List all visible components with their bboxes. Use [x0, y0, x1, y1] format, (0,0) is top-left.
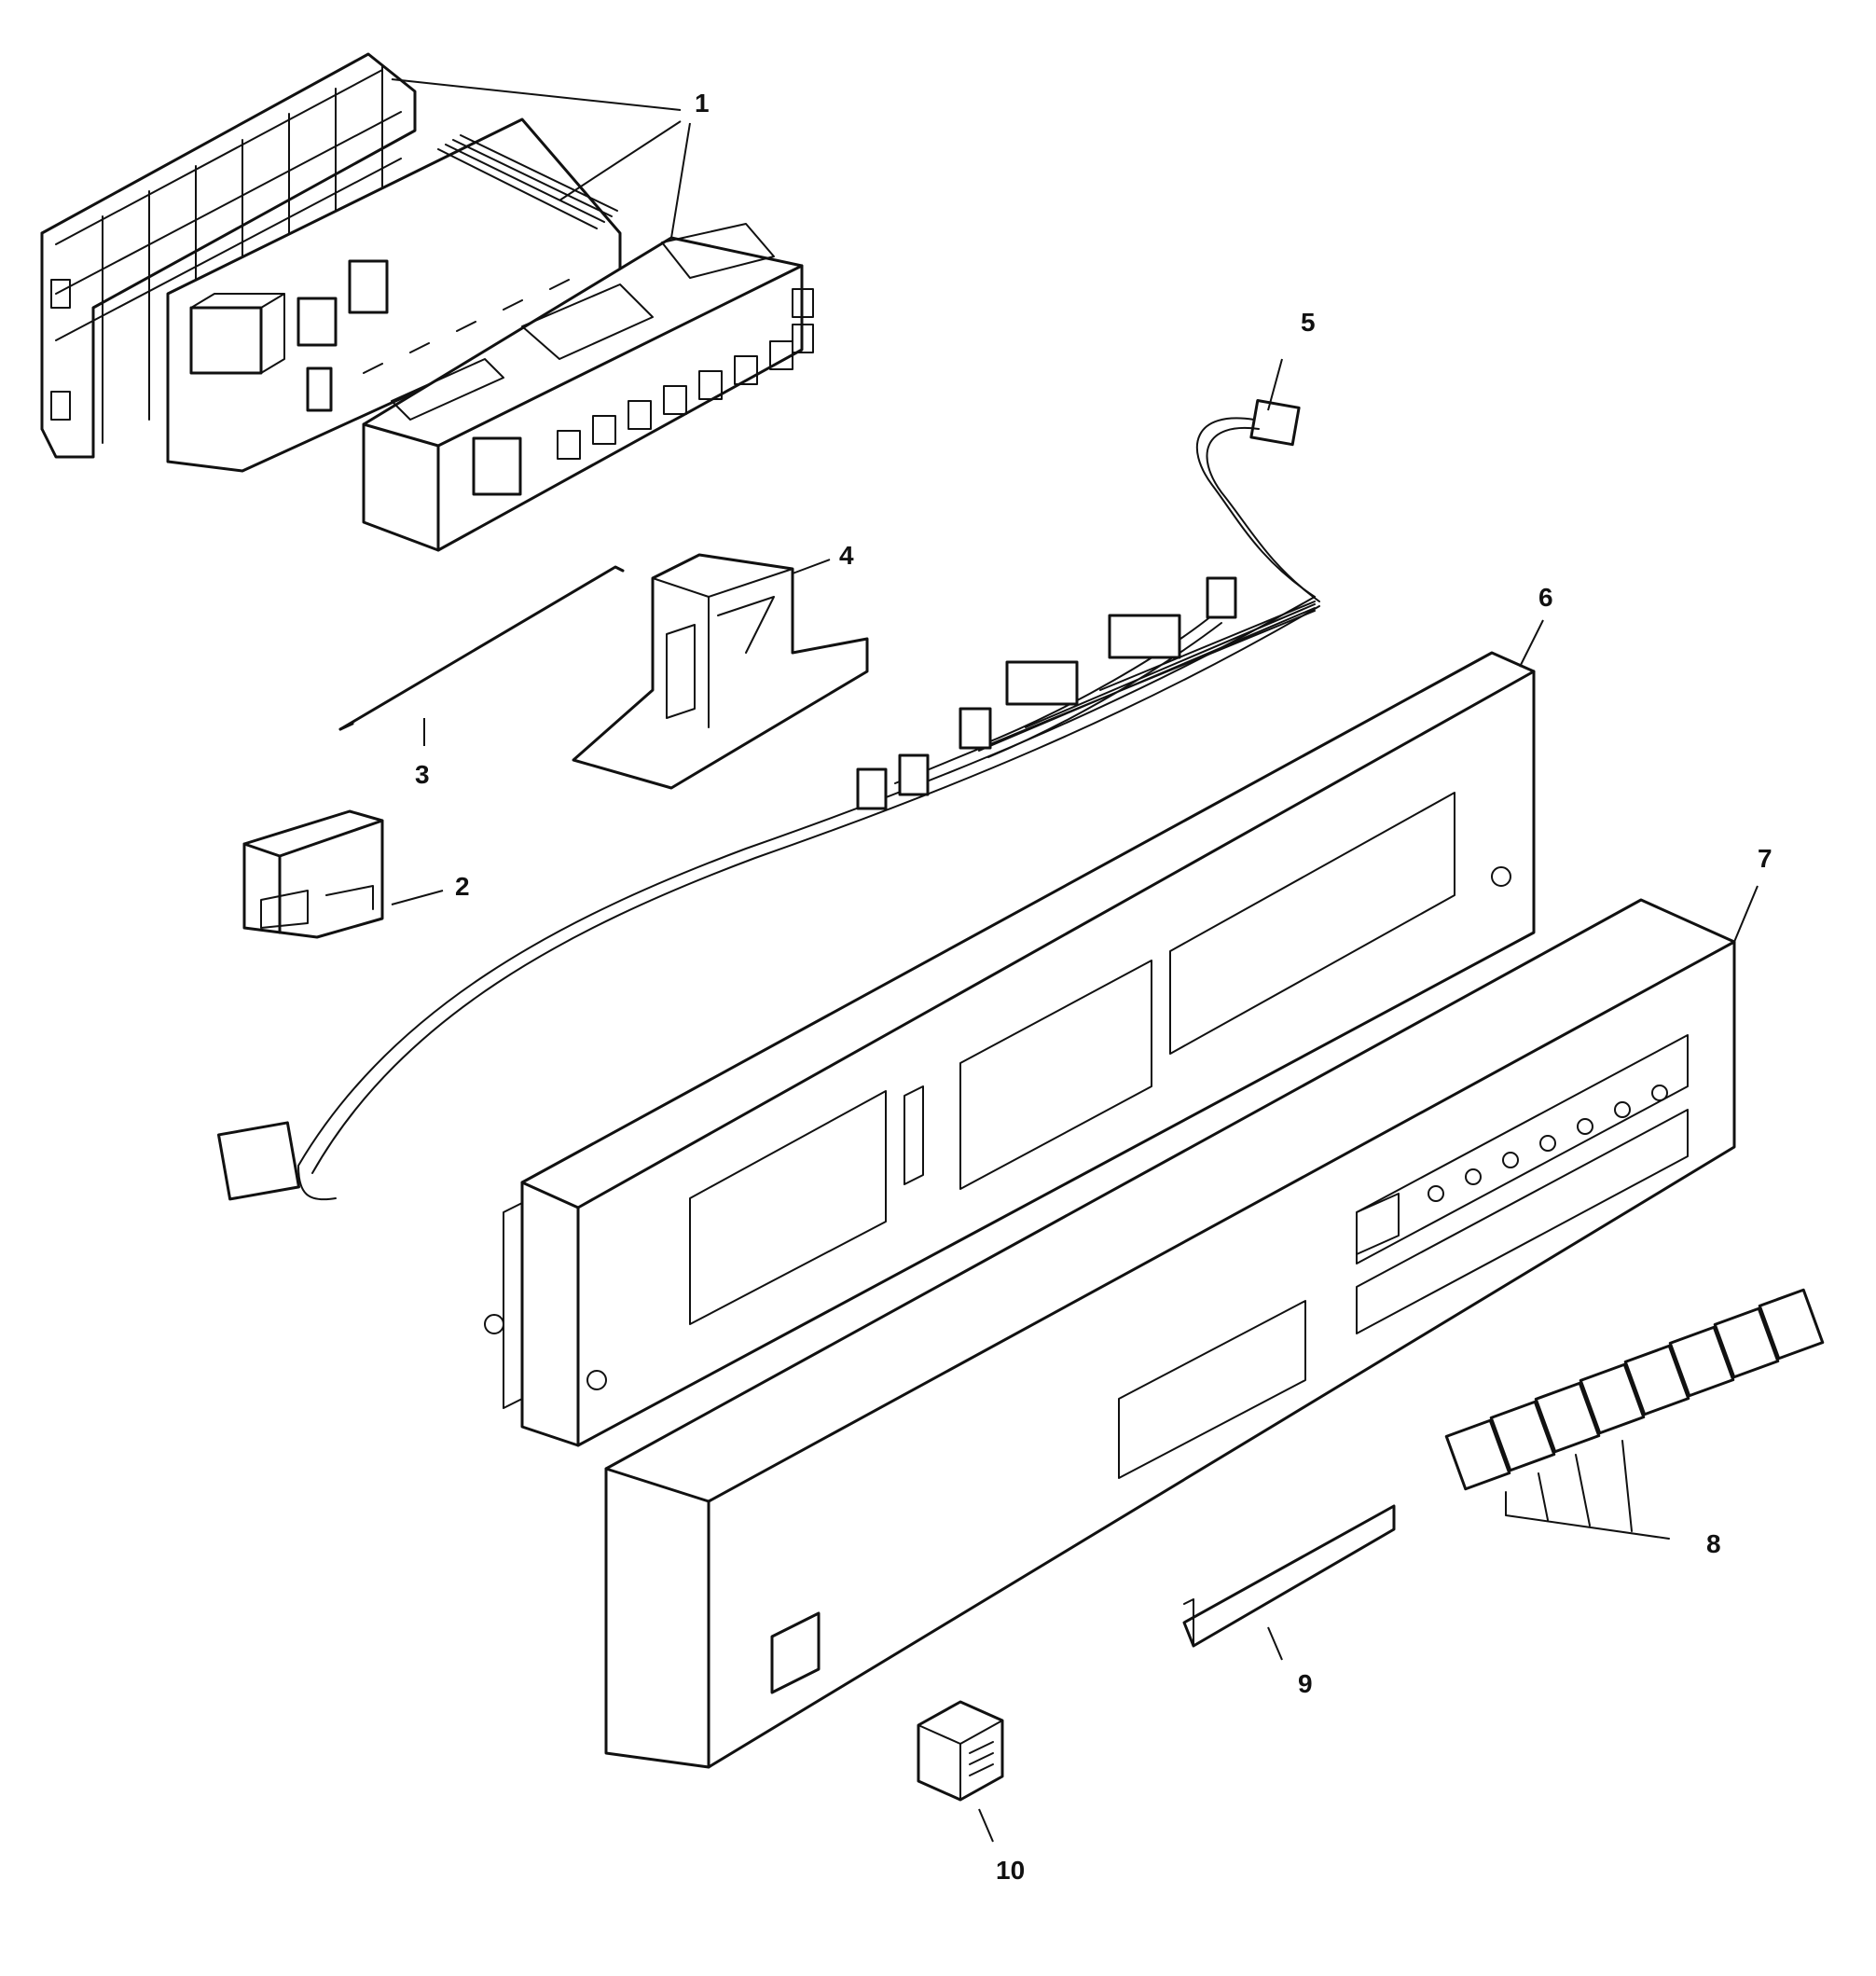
part-2-switch: [242, 809, 384, 939]
part-9-trim-strip: [1182, 1504, 1396, 1648]
indicator-holes: [1428, 1085, 1668, 1202]
part-8-push-buttons: [1444, 1288, 1825, 1540]
callout-9: 9: [1298, 1669, 1313, 1698]
part-6-inner-panel: [484, 651, 1536, 1447]
callout-3: 3: [415, 760, 430, 789]
part-1-control-module: [40, 52, 814, 552]
callout-10: 10: [996, 1856, 1025, 1885]
part-3-rod: [338, 565, 625, 731]
rear-frame: [40, 52, 417, 459]
callout-4: 4: [839, 541, 854, 570]
callout-5: 5: [1301, 308, 1316, 337]
callout-8: 8: [1706, 1529, 1721, 1558]
callout-1: 1: [695, 89, 710, 117]
part-10-knob: [917, 1700, 1004, 1802]
part-7-front-fascia: [604, 898, 1736, 1769]
part-5-wiring-harness: [216, 398, 1320, 1201]
callout-labels: 1 2 3 4 5 6 7 8 9 10: [415, 89, 1773, 1885]
callout-7: 7: [1758, 844, 1773, 873]
module-button-slots: [557, 288, 814, 460]
leader-lines: [391, 78, 1759, 1843]
part-4-bracket: [572, 553, 869, 790]
callout-2: 2: [455, 872, 470, 901]
callout-6: 6: [1538, 583, 1553, 612]
front-module: [362, 223, 814, 552]
harness-connectors: [216, 576, 1237, 1201]
